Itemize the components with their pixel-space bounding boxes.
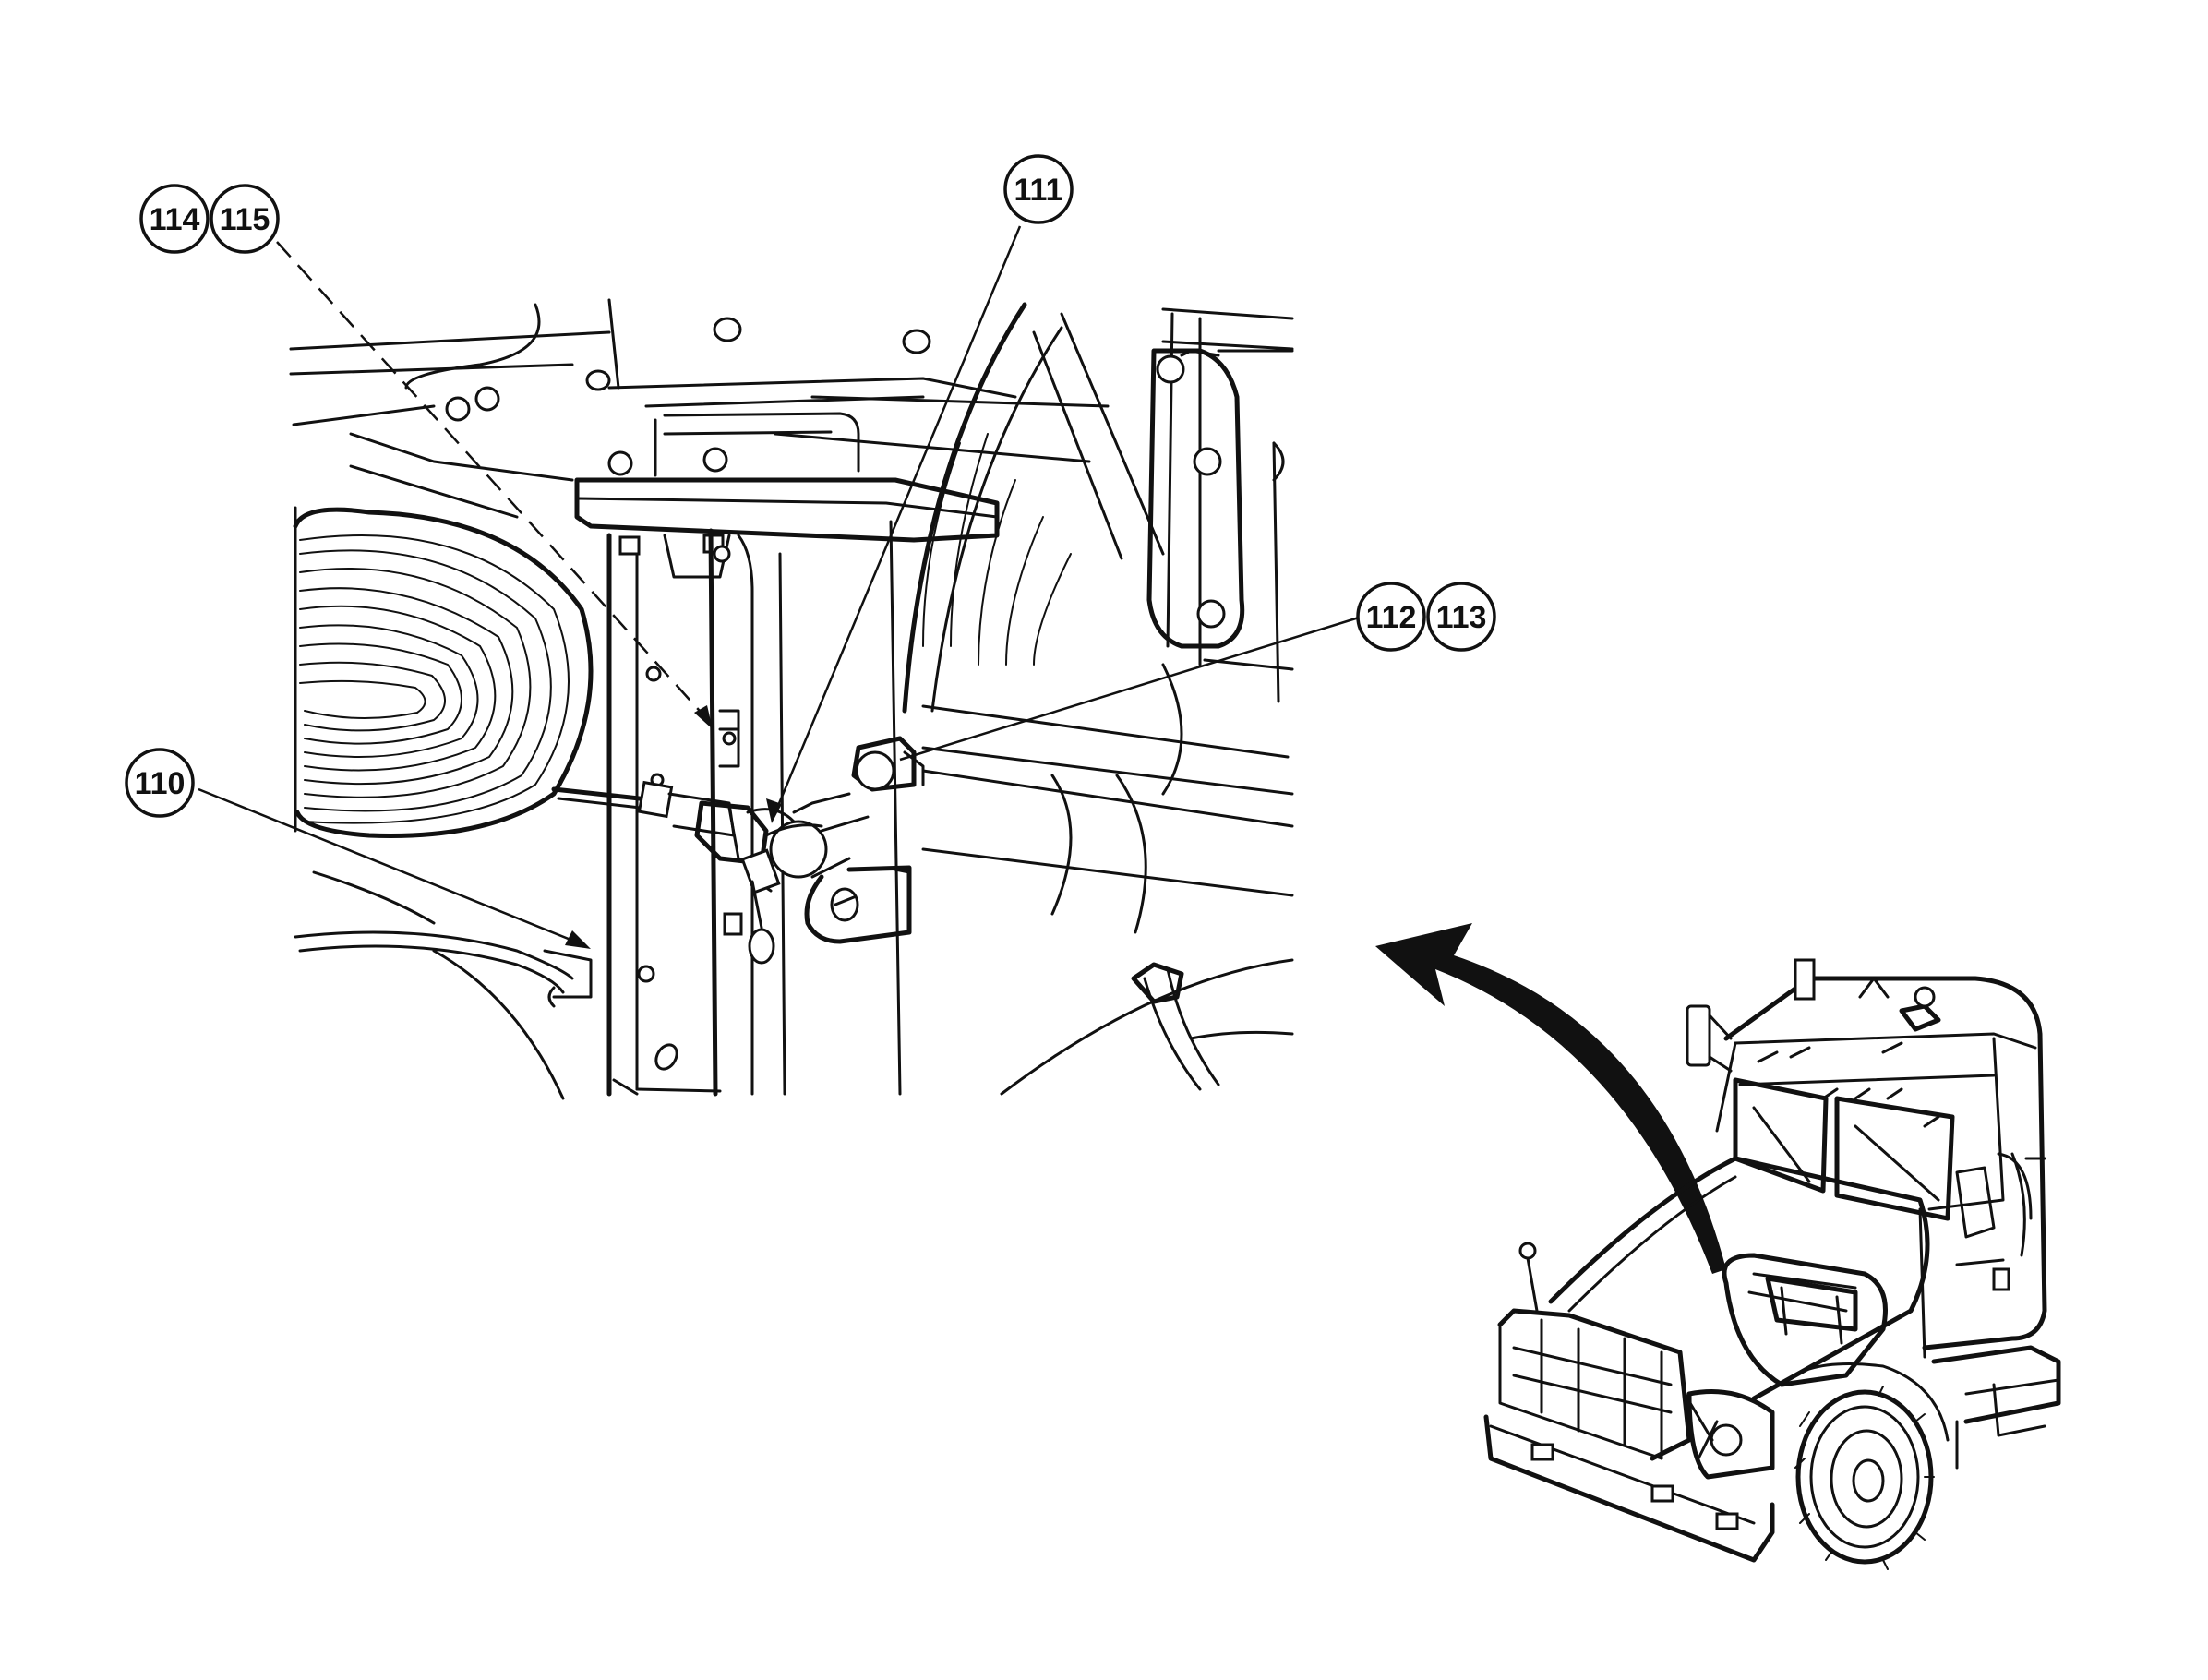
callout-114-label: 114 [150,202,200,237]
callout-115-label: 115 [220,202,270,237]
callout-110: 110 [125,748,195,818]
locator-arrow [1375,923,1726,1274]
mounting-bracket [606,520,902,1097]
callout-111: 111 [1003,154,1074,224]
callout-115: 115 [210,184,280,254]
callout-113: 113 [1426,582,1496,652]
mounting-bolt [851,736,925,792]
fan-shroud [293,506,594,838]
truck-wheel [1780,1362,1950,1570]
callout-111-label: 111 [1014,173,1063,208]
detail-view [289,298,1294,1100]
callout-113-label: 113 [1436,600,1487,635]
valve-assembly [694,792,870,965]
callout-114: 114 [139,184,210,254]
callout-112-label: 112 [1366,600,1417,635]
reservoir-tank [574,412,1000,579]
leader-lines [198,225,1372,949]
callout-110-label: 110 [135,766,186,801]
callout-112: 112 [1356,582,1426,652]
clamp-bracket [804,865,912,944]
truck-locator-view [1483,958,2061,1570]
